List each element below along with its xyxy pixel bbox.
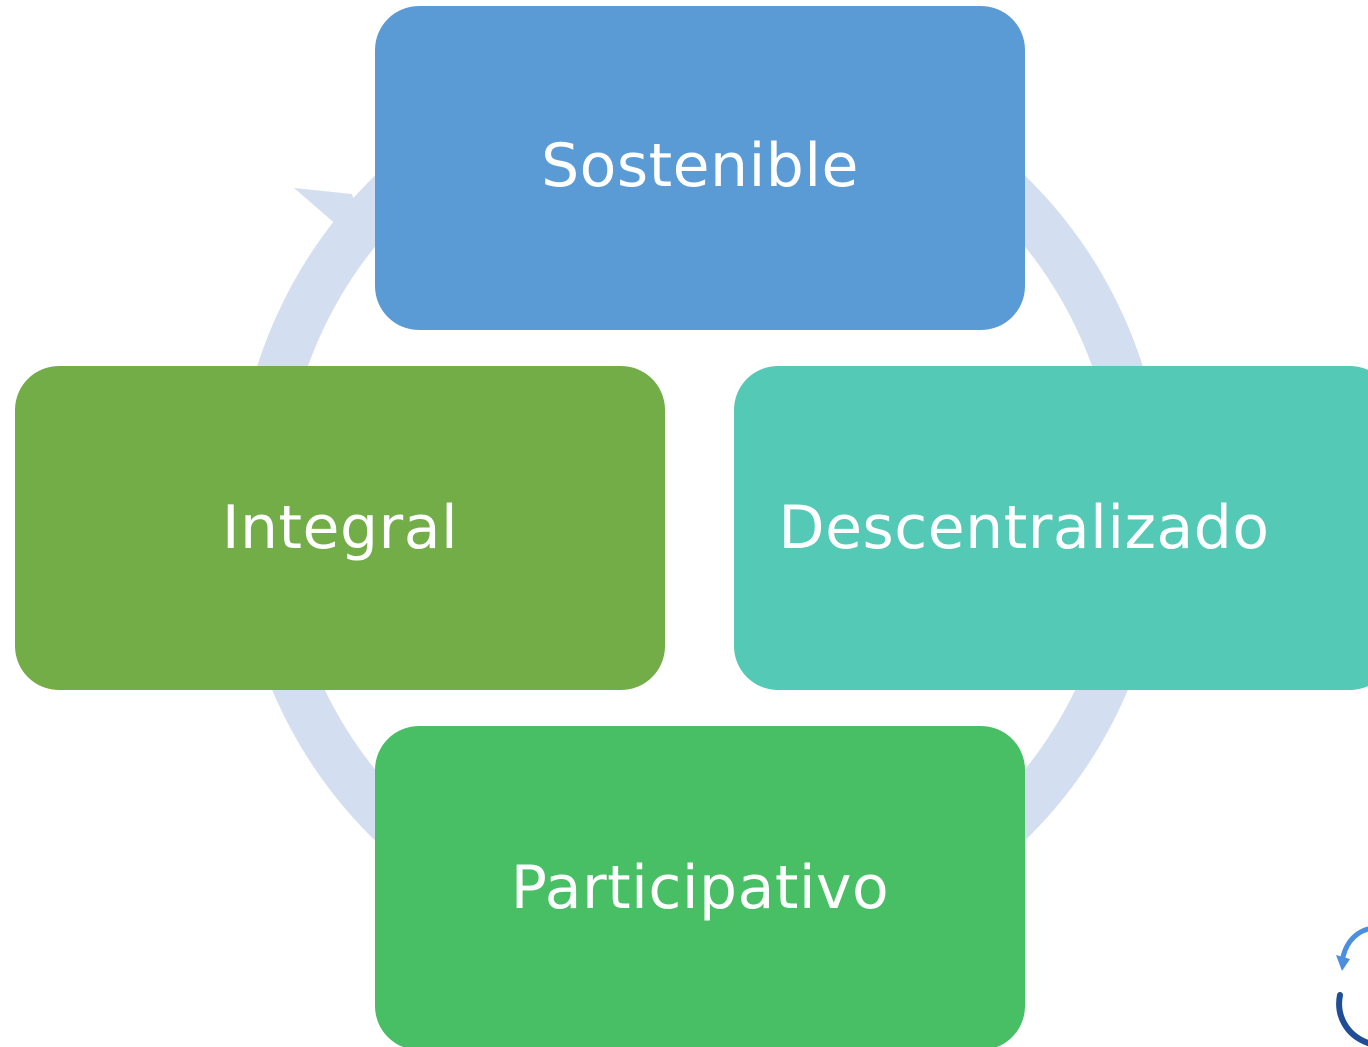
- node-label-participativo: Participativo: [510, 853, 890, 923]
- node-descentralizado: Descentralizado: [734, 366, 1368, 690]
- node-participativo: Participativo: [375, 726, 1025, 1047]
- node-label-sostenible: Sostenible: [541, 131, 859, 201]
- node-label-integral: Integral: [221, 493, 459, 563]
- circular-arrows-icon: [1336, 926, 1368, 1046]
- node-sostenible: Sostenible: [375, 6, 1025, 330]
- cycle-arrowhead: [294, 188, 368, 252]
- node-label-descentralizado: Descentralizado: [778, 493, 1270, 563]
- node-integral: Integral: [15, 366, 665, 690]
